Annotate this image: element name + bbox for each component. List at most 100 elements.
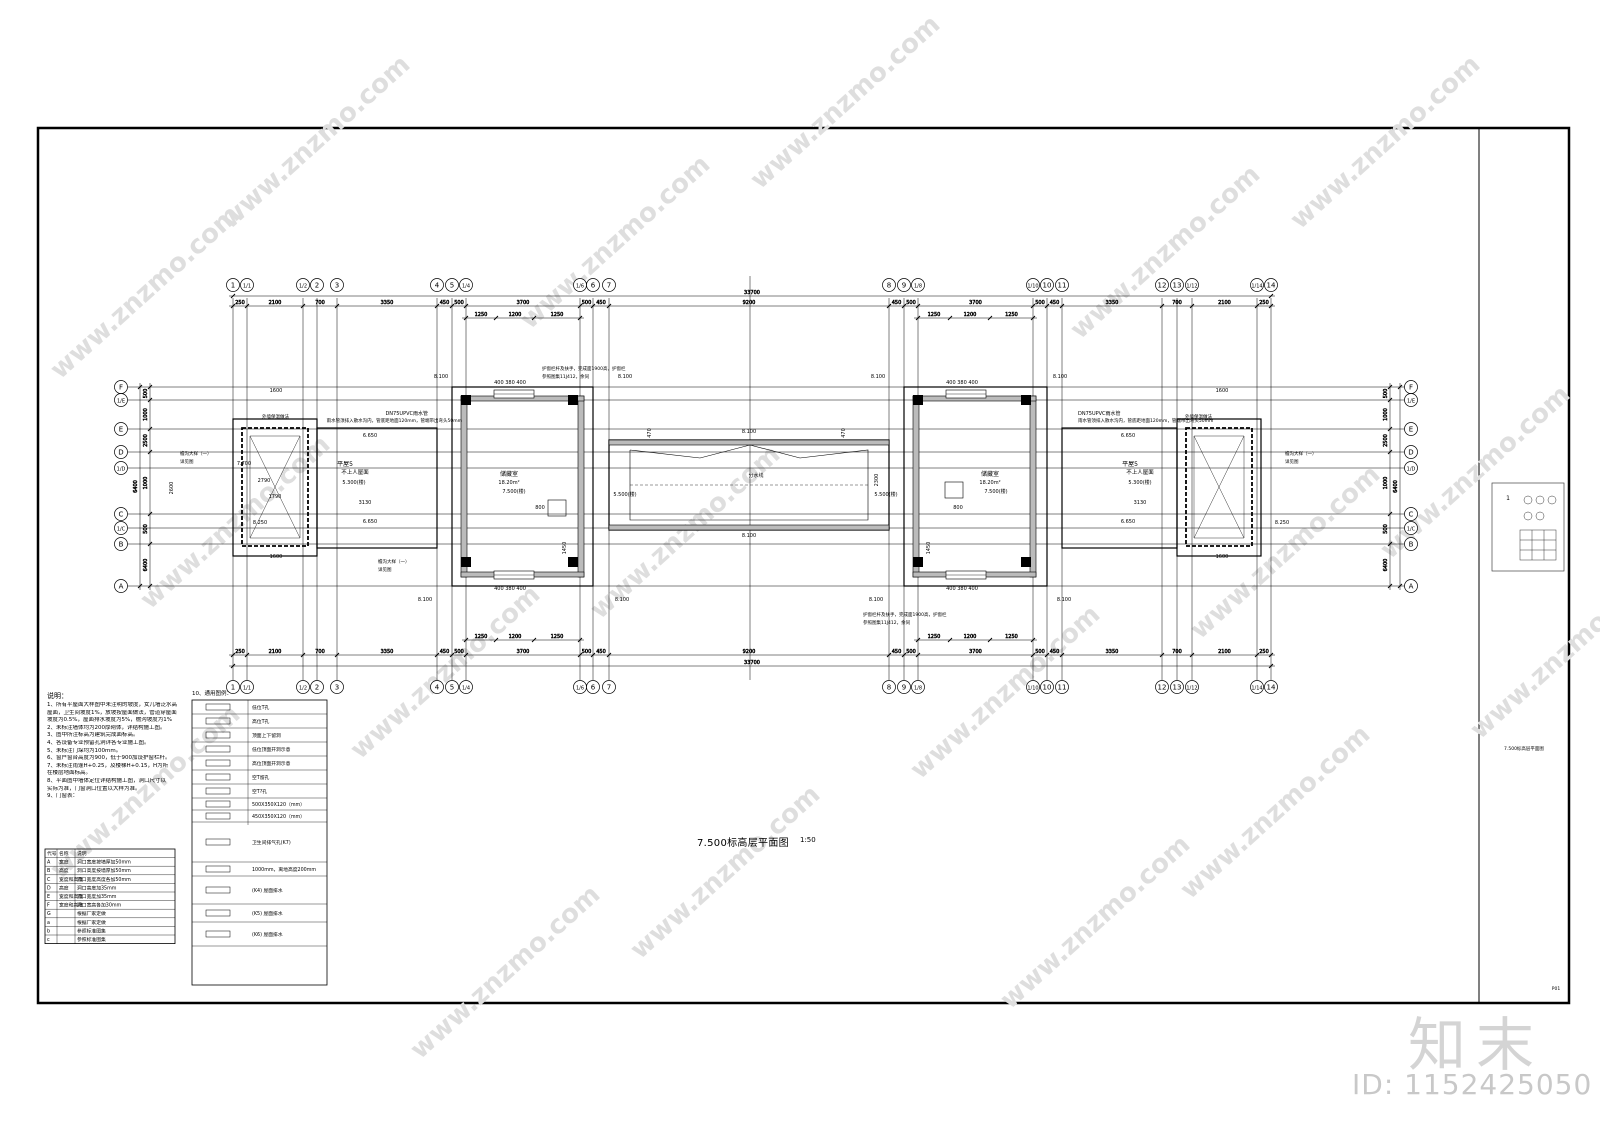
axis-label: A <box>119 583 124 591</box>
axis-label: 1/10 <box>1027 686 1038 692</box>
dimension-text: 1250 <box>928 312 941 318</box>
axis-label: B <box>1409 541 1414 549</box>
axis-bubble <box>1026 278 1040 292</box>
axis-bubble <box>882 278 896 292</box>
dimension-text: 1600 <box>270 554 283 560</box>
dimension-tick <box>915 315 921 321</box>
dimension-tick <box>334 303 340 309</box>
dimension-text: 3700 <box>517 649 530 655</box>
axis-bubble <box>1155 680 1169 694</box>
section-label2-left: 详见图 <box>180 458 194 465</box>
dimension-text: 400 380 400 <box>946 586 978 592</box>
level-tag: 8.100 <box>742 429 756 435</box>
watermark-text: www.znzmo.com <box>745 9 947 195</box>
dimension-tick <box>531 315 537 321</box>
dimension-text: 1600 <box>1216 388 1229 394</box>
axis-bubble <box>430 278 444 292</box>
dimension-tick <box>230 663 236 669</box>
legend-symbol <box>205 773 231 781</box>
axis-bubble <box>330 278 344 292</box>
structural-column <box>1021 395 1031 405</box>
legend-item: 空T?孔 <box>252 788 267 795</box>
door-table-cell: 洞口宽度按墙厚加50mm <box>77 859 131 866</box>
axis-label: 1/8 <box>914 284 922 290</box>
watermark-text: www.znzmo.com <box>45 199 247 385</box>
dimension-text: 3350 <box>381 649 394 655</box>
watermark-logo: 知末 <box>1408 1011 1545 1079</box>
axis-bubble <box>226 680 240 694</box>
note-line: 坡度为0.5%，屋面排水坡度为5%，檐沟坡度为1% <box>47 717 172 724</box>
note-line: 1、所有平屋面大样图中未注明的坡度，女儿墙泛水高 <box>47 702 177 708</box>
axis-bubble <box>1404 579 1418 593</box>
watermark-text: www.znzmo.com <box>1465 559 1600 745</box>
axis-bubble <box>114 521 128 535</box>
door-table-cell: 代号 <box>47 850 57 857</box>
ridge-label: 分水线 <box>748 472 763 479</box>
axis-label: 14 <box>1267 684 1276 692</box>
dimension-text: 1450 <box>926 542 932 555</box>
dimension-tick <box>590 303 596 309</box>
legend-symbol <box>205 703 231 711</box>
axis-bubble <box>330 680 344 694</box>
axis-label: 3 <box>335 684 339 692</box>
axis-bubble <box>1250 278 1264 292</box>
axis-bubble <box>114 393 128 407</box>
legend-item: 顶面上下留洞 <box>252 732 281 739</box>
section-label2-right: 详见图 <box>1285 458 1299 465</box>
axis-label: 1/10 <box>1027 284 1038 290</box>
legend-symbol <box>205 865 231 873</box>
legend-item: 卫生间排气孔(K7) <box>252 839 291 846</box>
axis-label: 11 <box>1058 282 1067 290</box>
dimension-text: 3350 <box>1106 649 1119 655</box>
axis-label: F <box>1409 384 1413 392</box>
door-table-cell: 洞口宽高各加30mm <box>77 902 122 909</box>
dimension-tick <box>901 303 907 309</box>
axis-bubble <box>1404 507 1418 521</box>
door-table-cell: 宽度 <box>59 859 69 866</box>
door-table-cell: 洞口高度加35mm <box>77 884 117 891</box>
level-tag: 8.100 <box>418 597 432 603</box>
axis-label: 5 <box>450 282 454 290</box>
axis-bubble <box>882 680 896 694</box>
dimension-text: 1790 <box>269 494 282 500</box>
axis-bubble <box>114 507 128 521</box>
dimension-text: 470 <box>647 428 653 438</box>
roof-slope-left-diag <box>249 435 301 539</box>
structural-column <box>1021 557 1031 567</box>
notes-title: 说明： <box>47 692 68 700</box>
dimension-text: 500 <box>143 389 149 399</box>
roof-sub-left: 不上人屋面 <box>341 468 369 476</box>
dimension-text: 800 <box>953 505 963 511</box>
legend-item: 500X350X120（mm） <box>252 802 305 808</box>
watermark-text: www.znzmo.com <box>1285 49 1487 235</box>
dimension-text: 250 <box>235 300 245 306</box>
structural-column <box>568 395 578 405</box>
dimension-tick <box>147 384 153 390</box>
axis-bubble <box>897 680 911 694</box>
axis-label: 6 <box>591 282 596 290</box>
watermark-text: www.znzmo.com <box>1065 159 1267 345</box>
dimension-tick <box>463 315 469 321</box>
axis-label: 10 <box>1043 684 1052 692</box>
axis-label: C <box>1409 511 1414 519</box>
storage-room-left-outline <box>451 386 594 587</box>
flat-roof-right <box>1061 427 1178 549</box>
dimension-tick <box>1059 652 1065 658</box>
watermark-id: ID: 1152425050 <box>1352 1068 1593 1101</box>
door-table-cell: 洞口宽度高度各加50mm <box>77 876 131 883</box>
dimension-tick <box>230 293 236 299</box>
door-table-cell: B <box>47 868 50 874</box>
dimension-text: 1200 <box>509 312 522 318</box>
dimension-tick <box>244 303 250 309</box>
structural-column <box>913 557 923 567</box>
dimension-text: 2100 <box>269 649 282 655</box>
dimension-text: 1200 <box>964 634 977 640</box>
dimension-text: 3700 <box>969 649 982 655</box>
dimension-text: 500 <box>1383 389 1389 399</box>
level-tag: 8.100 <box>742 533 756 539</box>
axis-label: 1/1 <box>243 284 251 290</box>
dimension-text: 500 <box>143 524 149 534</box>
watermark-text: www.znzmo.com <box>995 829 1197 1015</box>
dimension-tick <box>1189 652 1195 658</box>
